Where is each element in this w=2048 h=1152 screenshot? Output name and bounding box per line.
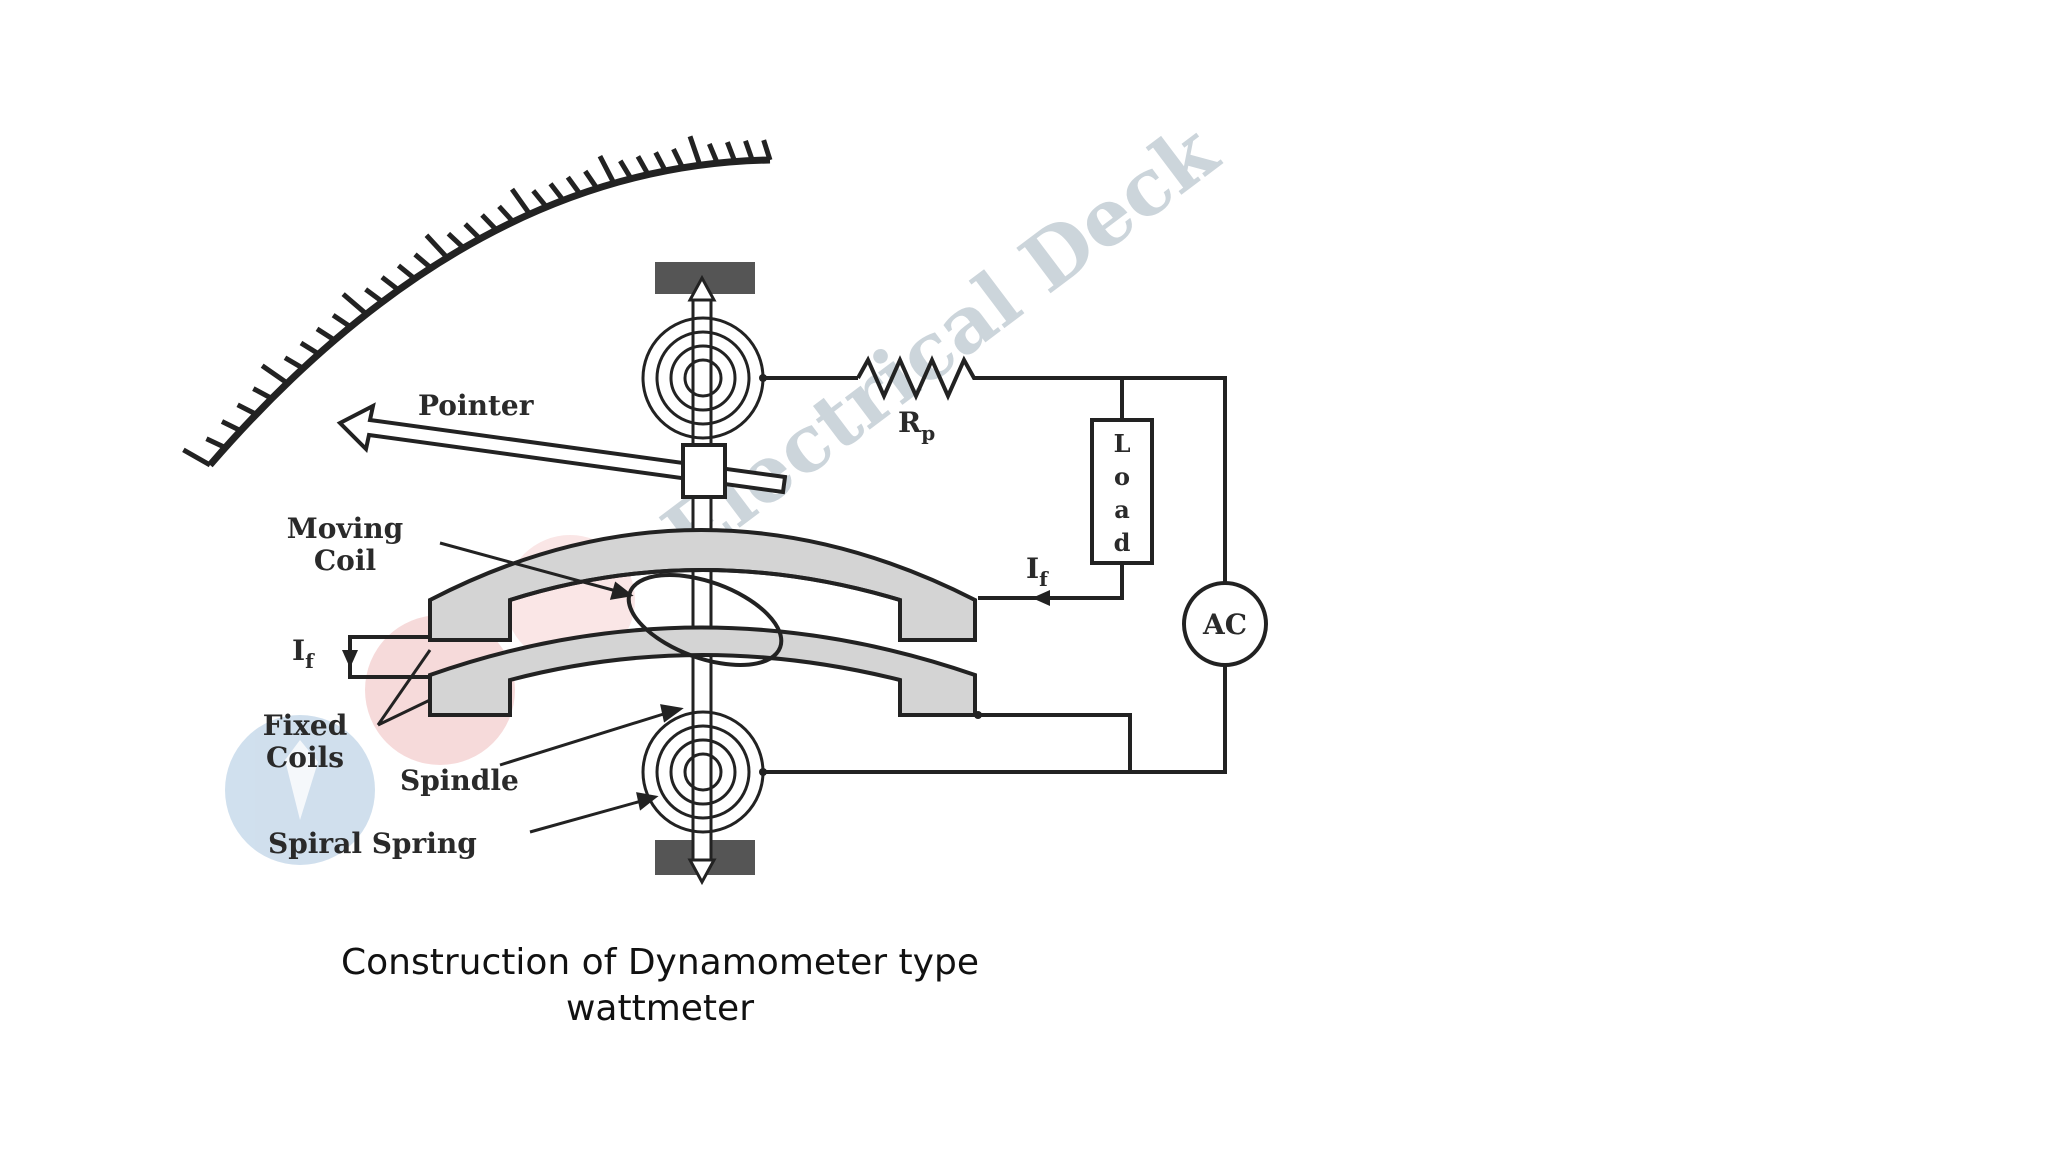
- scale-tick: [531, 189, 549, 209]
- moving-coil: [626, 573, 784, 667]
- figure-caption: Construction of Dynamometer type wattmet…: [300, 940, 1020, 1032]
- scale-tick: [743, 140, 755, 162]
- scale-tick: [707, 142, 720, 165]
- scale-tick: [413, 252, 433, 270]
- if-label-left: If: [292, 634, 315, 673]
- rp-label: Rp: [898, 406, 935, 445]
- if-label-left-main: I: [292, 634, 305, 667]
- scale-tick: [283, 355, 305, 371]
- if-label-right-sub: f: [1039, 567, 1049, 591]
- scale-tick: [236, 402, 258, 417]
- scale-tick: [635, 155, 651, 176]
- if-arrow-left: [342, 650, 358, 668]
- scale-tick: [497, 204, 515, 224]
- junction-dots: [759, 374, 982, 776]
- fixed-coils-label-line1: Fixed: [263, 709, 348, 742]
- load-label: L o a d: [1114, 429, 1131, 557]
- scale-tick: [548, 182, 566, 202]
- scale-tick: [653, 151, 668, 173]
- spindle-label: Spindle: [400, 764, 519, 797]
- load-letter: L: [1114, 429, 1131, 458]
- scale-tick: [260, 363, 289, 386]
- scale-tick: [424, 233, 450, 260]
- ac-label: AC: [1202, 608, 1247, 641]
- spiral-spring-label: Spiral Spring: [268, 827, 477, 860]
- rp-label-sub: p: [921, 421, 935, 445]
- scale-tick: [509, 187, 532, 216]
- load-letter: d: [1114, 528, 1131, 557]
- load-letter: o: [1114, 462, 1130, 491]
- scale-tick: [480, 213, 499, 232]
- load-letter: a: [1114, 495, 1130, 524]
- scale-tick: [182, 447, 212, 468]
- scale-tick: [396, 263, 417, 281]
- scale-tick: [463, 222, 482, 241]
- caption-line-1: Construction of Dynamometer type: [341, 942, 979, 983]
- pointer-label: Pointer: [418, 389, 535, 422]
- scale-tick: [597, 154, 617, 185]
- scale-ticks: [182, 135, 773, 468]
- scale-tick: [671, 147, 685, 169]
- scale-tick: [341, 292, 369, 316]
- label-leaders: [376, 541, 684, 834]
- scale-tick: [331, 313, 352, 329]
- scale-tick: [761, 139, 773, 161]
- scale-tick: [565, 175, 583, 196]
- scale-tick: [446, 231, 466, 250]
- scale-tick: [687, 135, 703, 167]
- scale-tick: [205, 436, 227, 450]
- moving-coil-label-line1: Moving: [287, 512, 404, 545]
- upper-fixed-coil: [428, 528, 977, 642]
- if-label-right-main: I: [1026, 552, 1039, 585]
- rp-label-main: R: [898, 406, 922, 439]
- scale-tick: [725, 141, 738, 163]
- circuit-wires: [348, 376, 1227, 774]
- moving-coil-label-line2: Coil: [314, 544, 376, 577]
- scale-tick: [252, 386, 273, 401]
- scale-arc: [207, 156, 771, 468]
- scale-tick: [618, 159, 634, 180]
- load-box: [1090, 418, 1154, 565]
- fixed-coils-label-line2: Coils: [266, 741, 344, 774]
- scale-tick: [380, 275, 401, 292]
- scale-tick: [364, 287, 384, 304]
- scale-tick: [315, 326, 336, 343]
- ac-source: [1182, 581, 1268, 667]
- resistor-rp: [856, 355, 982, 401]
- scale-tick: [299, 340, 321, 357]
- pointer-hub: [681, 443, 727, 499]
- caption-line-2: wattmeter: [565, 988, 754, 1029]
- if-label-right: If: [1026, 552, 1049, 591]
- top-spiral-spring: [641, 316, 765, 440]
- if-arrow-right: [1032, 590, 1050, 606]
- scale-tick: [583, 169, 600, 190]
- scale-tick: [220, 419, 242, 433]
- if-label-left-sub: f: [305, 649, 315, 673]
